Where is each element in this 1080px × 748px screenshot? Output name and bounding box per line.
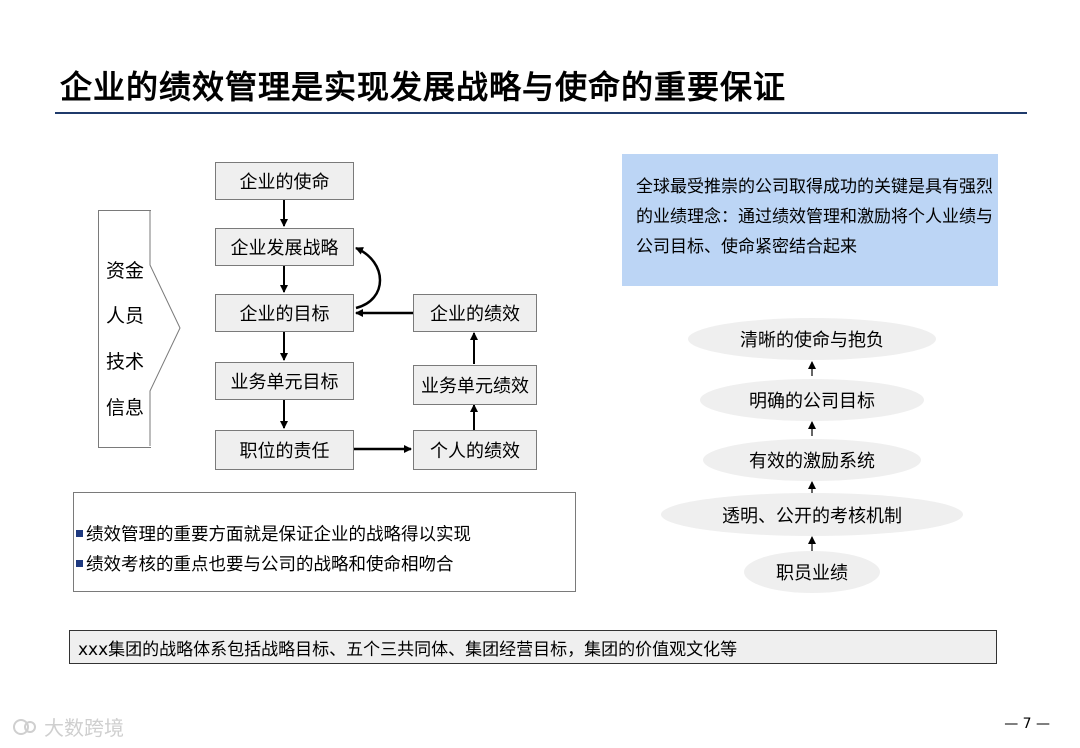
pyramid-level-mission: 清晰的使命与抱负 (688, 318, 936, 360)
box-strategy: 企业发展战略 (215, 228, 354, 266)
bullet-square-icon (76, 559, 83, 567)
pyramid-level-assessment: 透明、公开的考核机制 (661, 493, 963, 536)
page-number: — 7 — (1004, 716, 1050, 732)
watermark-logo-icon (13, 718, 36, 735)
resource-item: 技术 (106, 351, 145, 373)
resources-panel (98, 210, 151, 448)
bottom-note: xxx集团的战略体系包括战略目标、五个三共同体、集团经营目标，集团的价值观文化等 (69, 630, 997, 664)
arrow-goal-strategy-curve (355, 246, 382, 310)
bullet-item: 绩效管理的重要方面就是保证企业的战略得以实现 (74, 518, 575, 548)
box-personal-perf: 个人的绩效 (413, 430, 537, 470)
resource-item: 人员 (106, 305, 145, 327)
box-unit-goal: 业务单元目标 (215, 362, 354, 400)
bullet-box: 绩效管理的重要方面就是保证企业的战略得以实现 绩效考核的重点也要与公司的战略和使… (73, 492, 576, 592)
box-mission: 企业的使命 (215, 162, 354, 200)
pyramid-level-performance: 职员业绩 (744, 551, 880, 593)
watermark: 大数跨境 (12, 712, 124, 741)
resource-item: 资金 (106, 260, 145, 282)
resource-item: 信息 (106, 397, 145, 419)
callout-box: 全球最受推崇的公司取得成功的关键是具有强烈的业绩理念：通过绩效管理和激励将个人业… (622, 154, 998, 286)
callout-text: 全球最受推崇的公司取得成功的关键是具有强烈的业绩理念：通过绩效管理和激励将个人业… (636, 177, 993, 257)
box-enterprise-perf: 企业的绩效 (413, 294, 537, 332)
bullet-item: 绩效考核的重点也要与公司的战略和使命相吻合 (74, 548, 575, 578)
box-goal: 企业的目标 (215, 294, 354, 332)
title-divider (55, 112, 1027, 114)
box-position: 职位的责任 (215, 430, 354, 470)
resources-arrow-outline (149, 210, 181, 446)
page-title: 企业的绩效管理是实现发展战略与使命的重要保证 (60, 68, 787, 106)
pyramid-level-goal: 明确的公司目标 (700, 379, 924, 421)
bullet-square-icon (76, 529, 83, 537)
box-unit-perf: 业务单元绩效 (413, 365, 537, 405)
pyramid-level-incentive: 有效的激励系统 (703, 439, 921, 481)
